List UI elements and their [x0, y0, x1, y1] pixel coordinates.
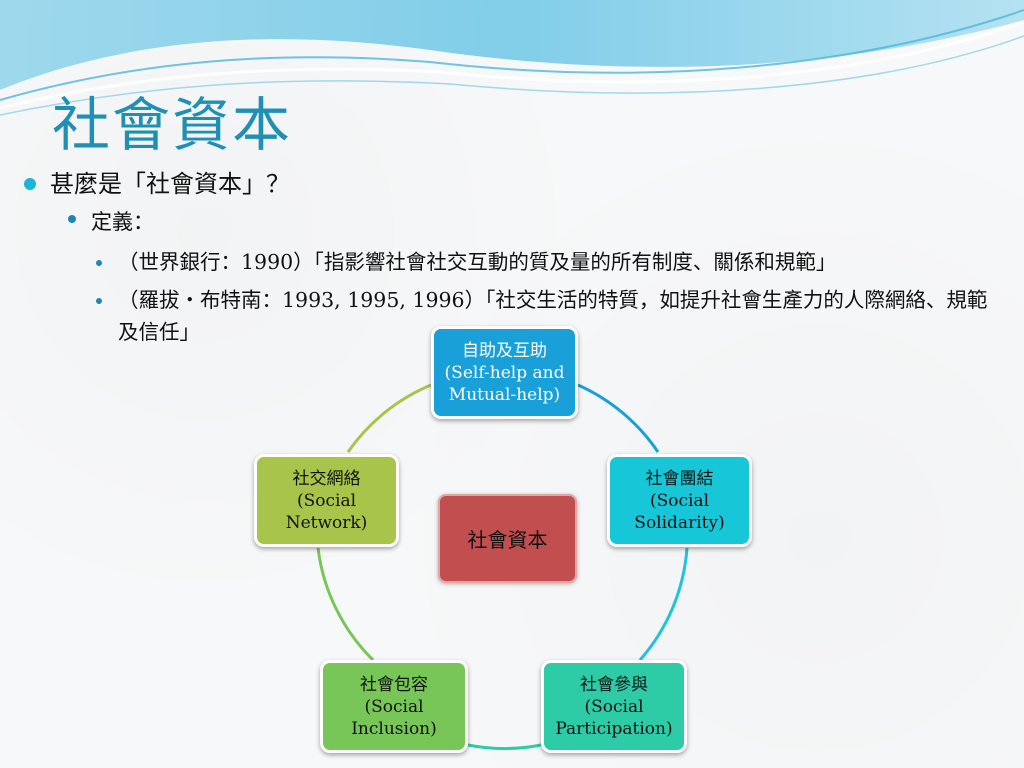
bullet-world-bank-definition: （世界銀行：1990）「指影響社會社交互動的質及量的所有制度、關係和規範」 [118, 250, 837, 274]
connector-bottomright-bottomleft [467, 743, 542, 750]
bullet-dot-level3 [96, 260, 102, 266]
node-label-en: (Social [364, 696, 424, 717]
bullet-dot-level3 [96, 298, 102, 304]
connector-bottomleft-left [316, 547, 375, 662]
slide-title: 社會資本 [52, 91, 293, 159]
node-social-solidarity: 社會團結 (Social Solidarity) [607, 454, 752, 547]
bullet-dot-level2 [68, 215, 76, 223]
header-wave-decoration [0, 0, 1024, 116]
node-label-en: Inclusion) [351, 718, 437, 739]
node-label-zh: 社交網絡 [292, 468, 361, 489]
node-label-en: (Self-help and [444, 362, 565, 383]
node-label-en: (Social [649, 490, 710, 511]
node-label-en: Solidarity) [634, 512, 725, 533]
node-label-zh: 社會包容 [360, 674, 428, 695]
node-label-en: (Social [296, 490, 357, 511]
node-label-en: Mutual-help) [448, 384, 561, 405]
node-social-inclusion: 社會包容 (Social Inclusion) [320, 660, 468, 753]
node-social-participation: 社會參與 (Social Participation) [541, 660, 687, 753]
center-node-social-capital: 社會資本 [438, 494, 577, 583]
node-social-network: 社交網絡 (Social Network) [254, 454, 399, 547]
bullet-what-is-social-capital: 甚麼是「社會資本」？ [50, 170, 290, 198]
bullet-definition: 定義： [91, 210, 154, 234]
node-label-en: (Social [584, 696, 644, 717]
node-label-zh: 社會參與 [579, 674, 648, 695]
connector-right-bottomright [638, 547, 689, 661]
node-label-en: Participation) [555, 718, 673, 739]
bullet-putnam-definition: （羅拔・布特南：1993, 1995, 1996）「社交生活的特質，如提升社會生… [118, 288, 988, 344]
connector-left-top [346, 383, 432, 453]
node-self-help-mutual-help: 自助及互助 (Self-help and Mutual-help) [431, 326, 578, 419]
node-label-zh: 自助及互助 [462, 340, 547, 361]
connector-top-right [577, 383, 660, 453]
bullet-dot-level1 [24, 178, 36, 190]
node-label-zh: 社會團結 [645, 468, 714, 489]
node-label-en: Network) [285, 512, 368, 533]
